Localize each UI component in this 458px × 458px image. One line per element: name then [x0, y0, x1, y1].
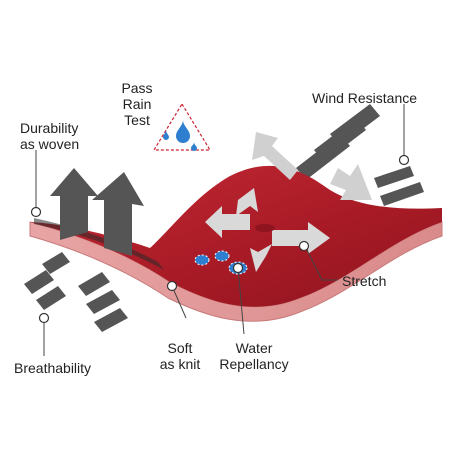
wind-resistance-label: Wind Resistance [312, 90, 418, 106]
breathability-label: Breathability [14, 360, 92, 376]
label-rain: Rain [122, 96, 152, 112]
durability-label: Durability as woven [20, 120, 79, 152]
leader-dot-icon [30, 154, 410, 324]
label-soft: Soft [167, 340, 193, 356]
diagonal-arrow-icon [252, 132, 372, 200]
breathability-stripes [24, 252, 128, 332]
label-durability: Durability [20, 120, 79, 136]
label-water: Water [235, 340, 273, 356]
fabric-surface [30, 165, 442, 307]
leader-lines [35, 104, 405, 356]
pass-rain-test-label: Pass Rain Test [118, 80, 156, 128]
wind-arrows-dark [296, 104, 380, 180]
label-as-woven: as woven [20, 136, 80, 152]
soft-label: Soft as knit [150, 340, 210, 372]
wind-arrows-right [374, 166, 424, 206]
stretch-label: Stretch [342, 273, 387, 289]
label-as-knit: as knit [159, 356, 201, 372]
label-pass: Pass [121, 80, 153, 96]
label-test: Test [124, 112, 150, 128]
up-arrow-icon [50, 168, 144, 256]
water-repellancy-label: Water Repellancy [214, 340, 294, 372]
double-arrow-icon [205, 188, 330, 272]
label-repellancy: Repellancy [219, 356, 289, 372]
triangle-warning-icon [152, 102, 212, 151]
